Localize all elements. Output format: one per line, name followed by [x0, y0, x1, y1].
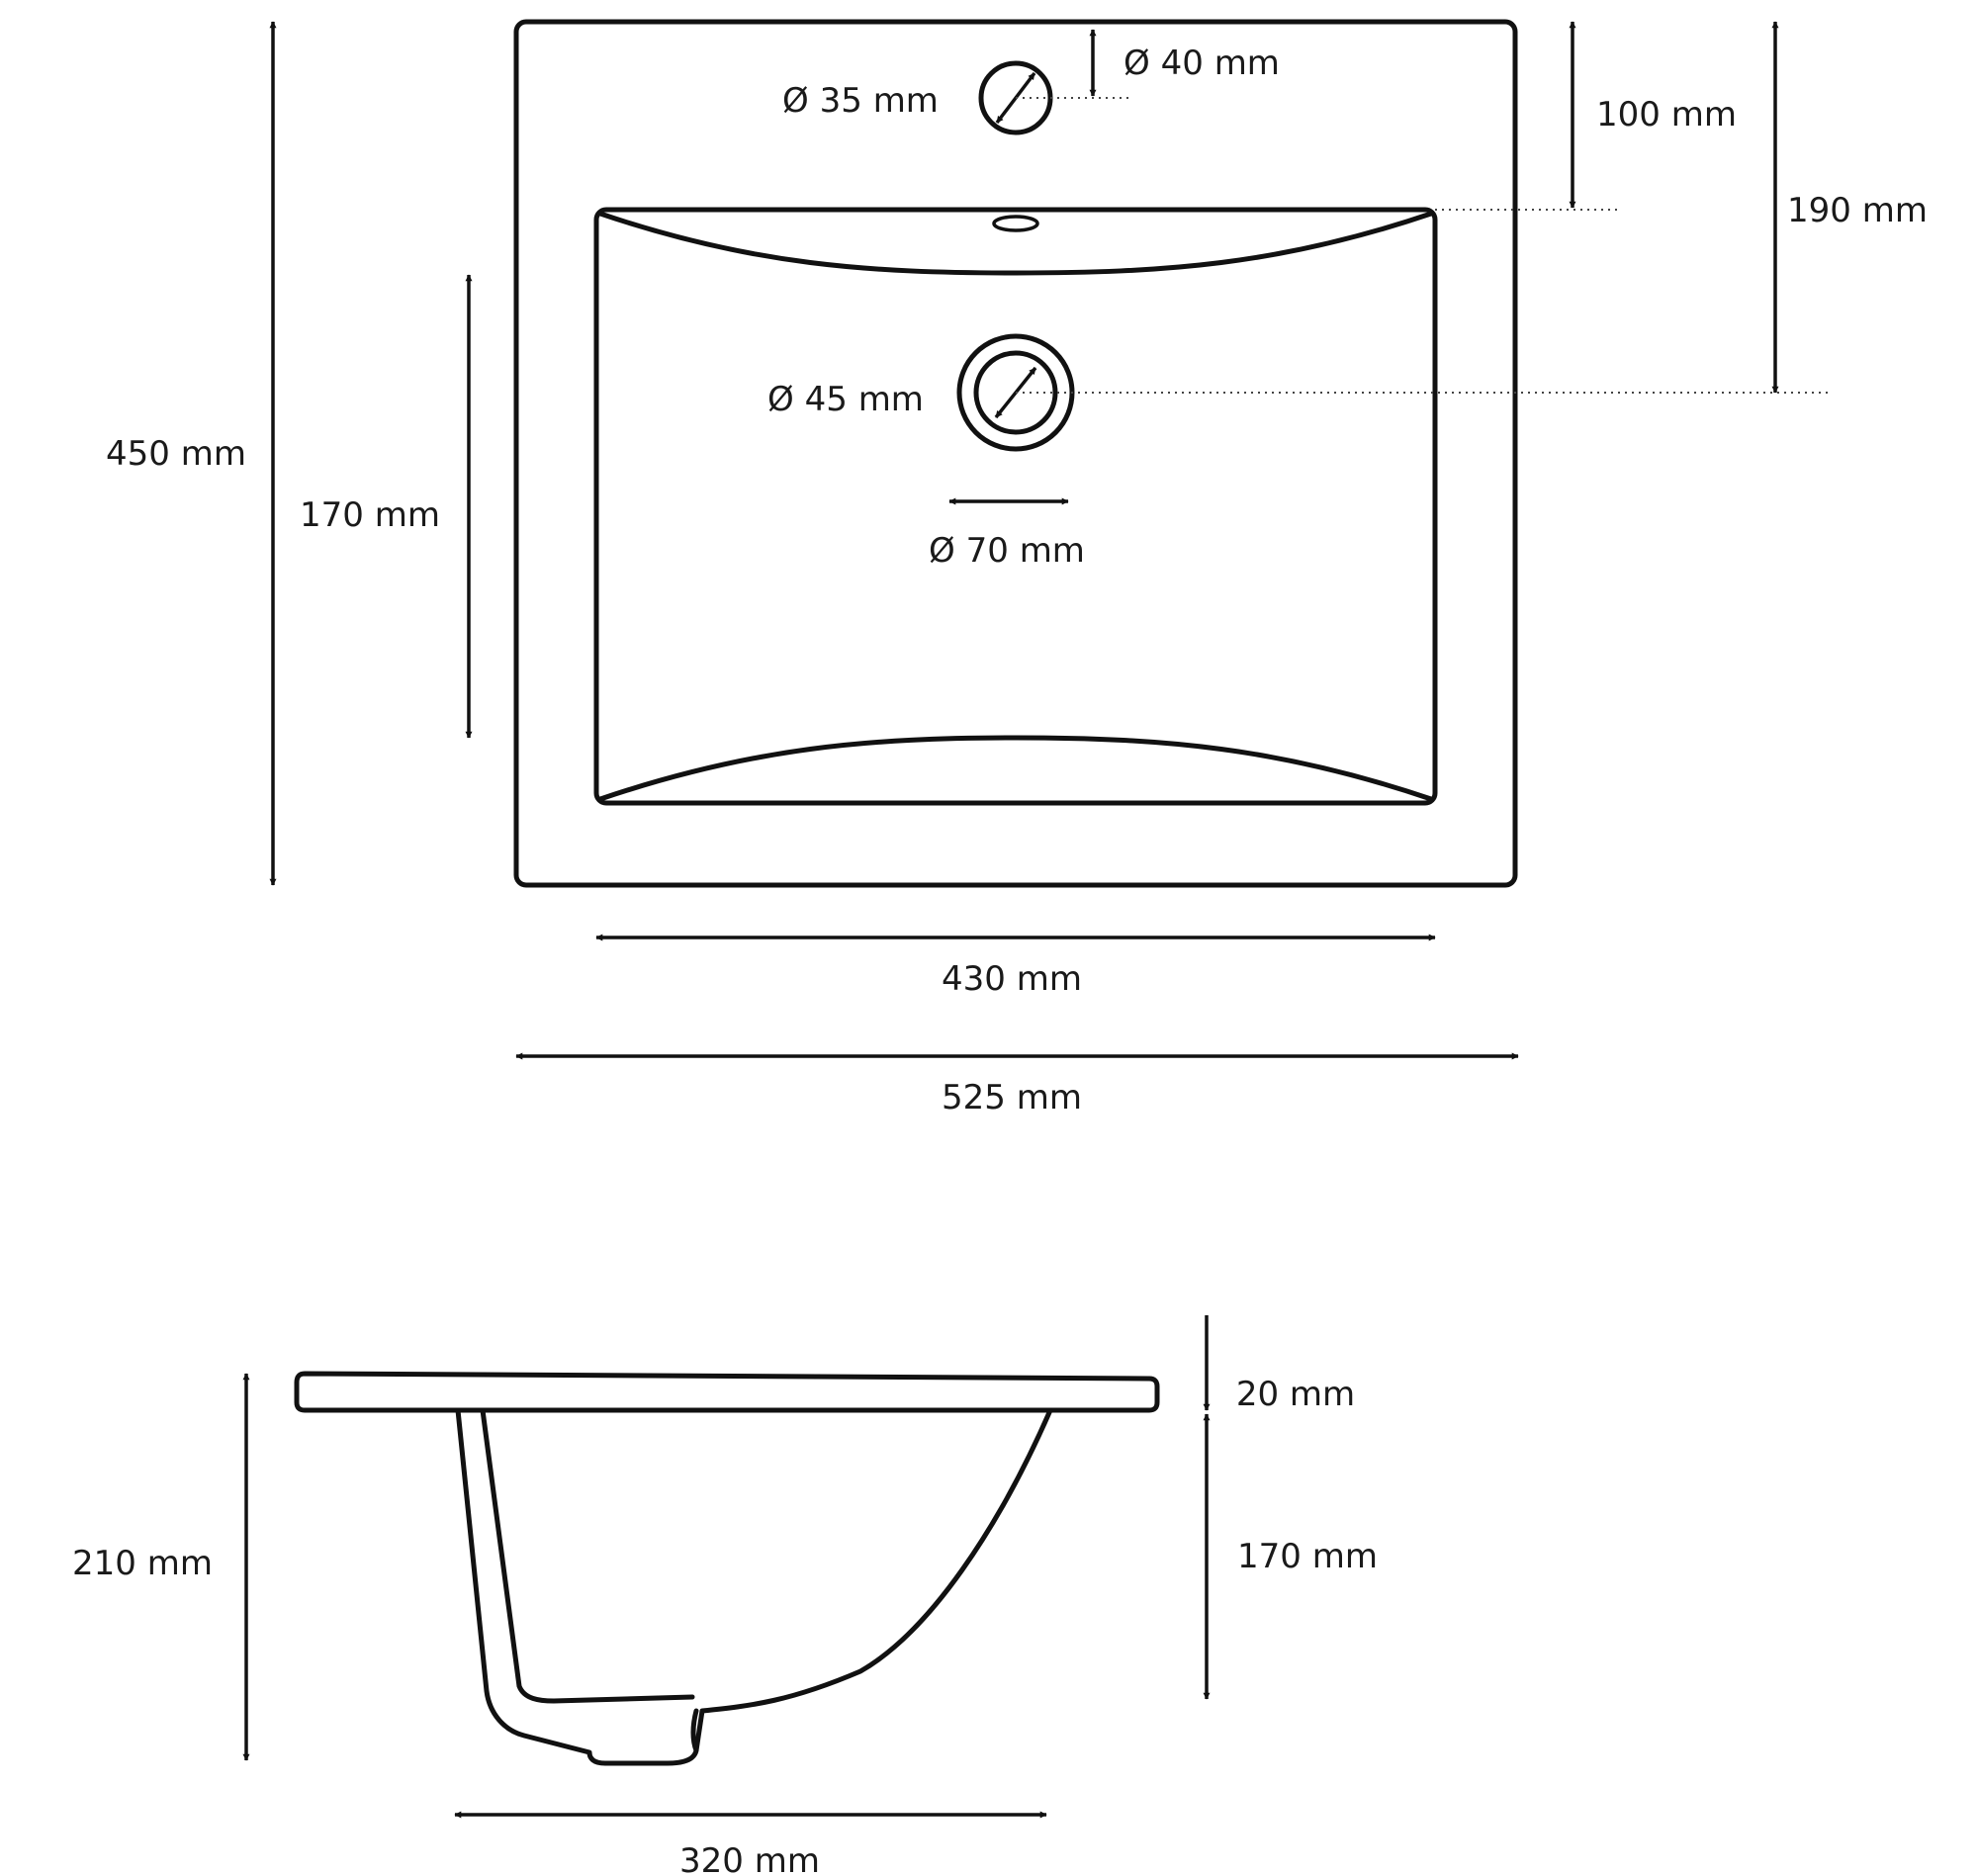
bowl-inner-wall [480, 1407, 695, 1704]
tap-hole-offset-label: Ø 40 mm [1124, 44, 1280, 83]
top-view: 450 mm 170 mm Ø 35 mm Ø 40 mm 100 mm 190… [106, 19, 1928, 1117]
bowl-width-label: 320 mm [679, 1841, 820, 1876]
basin-back-curve [597, 211, 1434, 276]
drain-outlet [690, 1708, 699, 1753]
overflow-slot [992, 215, 1039, 232]
basin-front-curve [597, 735, 1434, 802]
side-view: 210 mm 20 mm 170 mm 320 mm [72, 1315, 1378, 1876]
bowl-outer-profile [455, 1407, 1053, 1766]
rim-thickness-label: 20 mm [1236, 1375, 1355, 1414]
tap-hole-diameter-label: Ø 35 mm [782, 81, 939, 121]
basin-width-label: 430 mm [942, 959, 1082, 999]
drain-diameter-label: Ø 45 mm [767, 380, 924, 419]
basin-height-label: 170 mm [300, 495, 440, 535]
drain-outer-diameter-label: Ø 70 mm [929, 531, 1085, 571]
overall-height-label: 450 mm [106, 434, 246, 474]
basin-outline [593, 207, 1438, 806]
drain-offset-label: 190 mm [1787, 191, 1928, 230]
tap-to-basin-label: 100 mm [1596, 95, 1737, 134]
total-height-label: 210 mm [72, 1544, 213, 1583]
bowl-depth-label: 170 mm [1237, 1537, 1378, 1576]
overall-width-label: 525 mm [942, 1078, 1082, 1117]
rim-outline [294, 1371, 1160, 1413]
sink-outer-outline [513, 19, 1518, 888]
